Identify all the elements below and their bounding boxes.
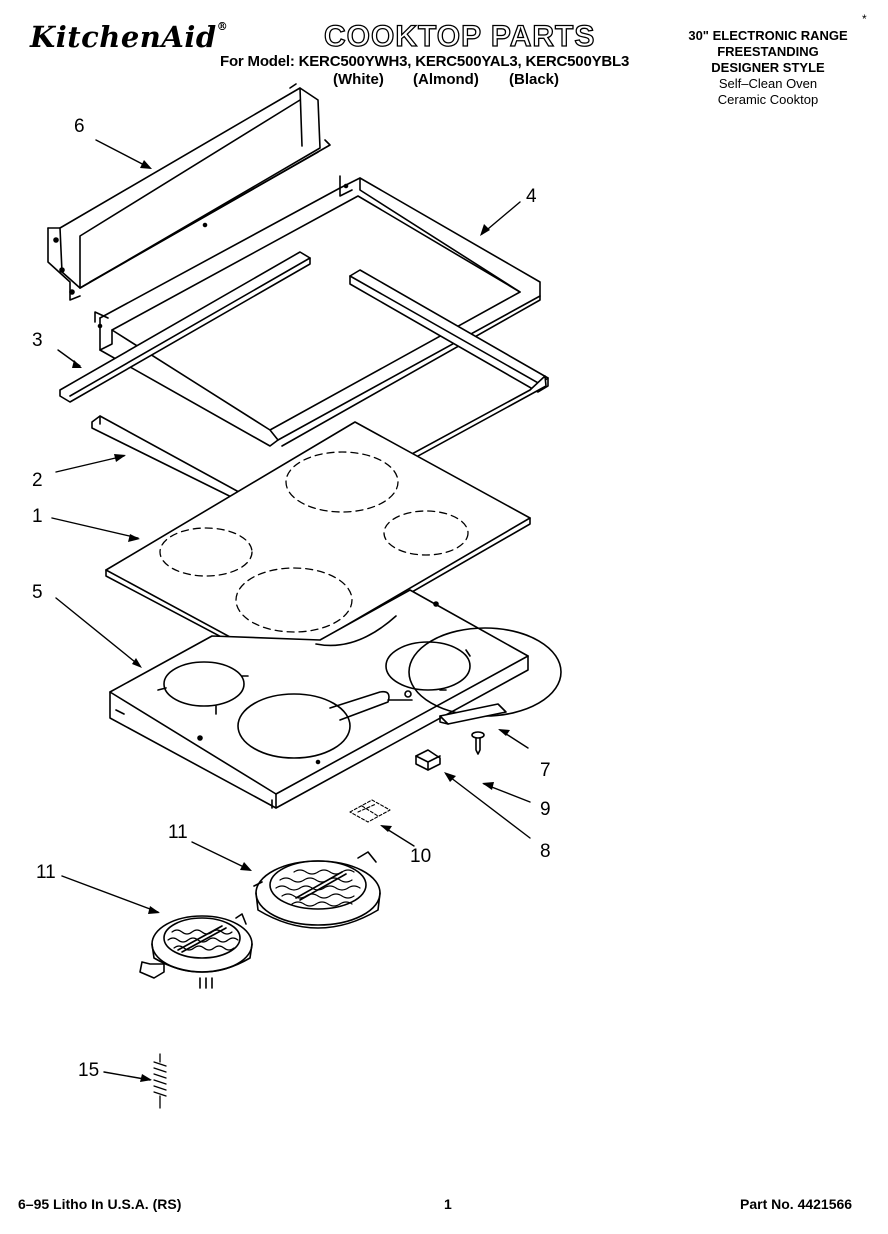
spec-line-3: DESIGNER STYLE xyxy=(711,60,825,75)
spec-line-5: Ceramic Cooktop xyxy=(717,92,819,107)
spec-block: 30" ELECTRONIC RANGE FREESTANDING DESIGN… xyxy=(670,28,866,108)
callout-9: 9 xyxy=(540,799,551,820)
part-3-gasket-strips xyxy=(59,251,549,403)
callout-2: 2 xyxy=(32,470,43,491)
part-7-bracket xyxy=(408,627,562,725)
callout-11-upper: 11 xyxy=(168,822,188,843)
callout-1: 1 xyxy=(32,506,43,527)
page-title: COOKTOP PARTS xyxy=(323,19,596,53)
part-2-seal xyxy=(91,375,547,527)
color-almond: (Almond) xyxy=(413,71,479,88)
brand-name: KitchenAid xyxy=(30,20,217,54)
registered-mark: ® xyxy=(216,20,229,33)
callout-7: 7 xyxy=(540,760,551,781)
print-info: 6–95 Litho In U.S.A. (RS) xyxy=(18,1196,182,1212)
part-number: Part No. 4421566 xyxy=(740,1196,853,1212)
part-10-clip xyxy=(349,799,391,823)
part-6-rear-trim xyxy=(47,83,331,301)
callout-3: 3 xyxy=(32,330,43,351)
spec-line-4: Self–Clean Oven xyxy=(718,76,818,91)
callout-15: 15 xyxy=(78,1060,99,1081)
part-11-element-lower xyxy=(139,913,253,989)
part-8-terminal-block xyxy=(415,749,441,771)
leader-arrowheads xyxy=(72,160,510,1082)
spec-line-2: FREESTANDING xyxy=(717,44,819,59)
callout-6: 6 xyxy=(74,116,85,137)
callout-5: 5 xyxy=(32,582,43,603)
part-15-spring xyxy=(153,1053,167,1109)
color-white: (White) xyxy=(333,71,384,88)
spec-line-1: 30" ELECTRONIC RANGE xyxy=(688,28,848,43)
part-9-screw xyxy=(471,731,485,755)
part-5-burner-box xyxy=(109,589,529,809)
callout-4: 4 xyxy=(526,186,537,207)
color-black: (Black) xyxy=(509,71,560,88)
brand-logo: KitchenAid® xyxy=(30,20,228,54)
callout-numbers: 6 4 3 2 1 5 7 9 8 10 11 11 15 xyxy=(32,116,551,1081)
part-4-frame xyxy=(94,175,541,447)
callout-8: 8 xyxy=(540,841,551,862)
callout-11-lower: 11 xyxy=(36,862,56,883)
callout-10: 10 xyxy=(410,846,431,867)
model-line: For Model: KERC500YWH3, KERC500YAL3, KER… xyxy=(220,53,630,70)
corner-mark: * xyxy=(862,12,867,26)
part-11-element-upper xyxy=(253,851,381,929)
model-colors: (White) (Almond) (Black) xyxy=(333,71,559,88)
page-number: 1 xyxy=(444,1196,452,1212)
